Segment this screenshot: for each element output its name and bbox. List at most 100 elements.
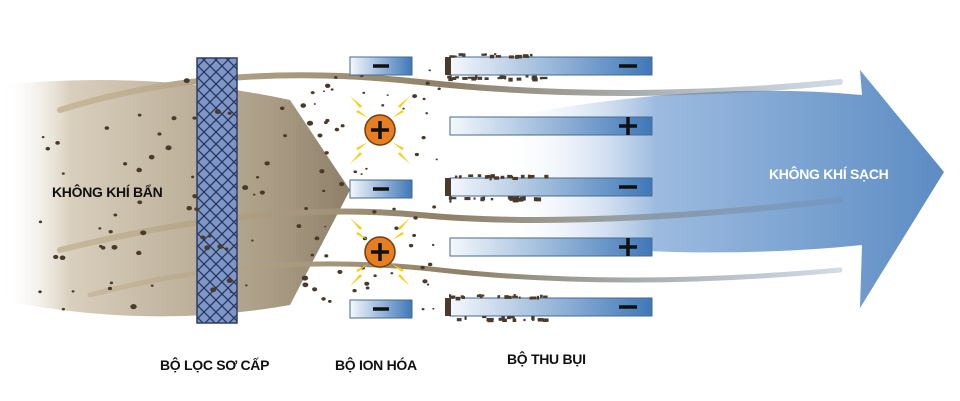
spark-icon xyxy=(350,142,368,164)
dust-particle xyxy=(435,158,438,161)
dust-particle xyxy=(428,69,431,72)
dust-particle xyxy=(334,127,340,132)
dust-particle xyxy=(414,152,419,157)
dust-particle xyxy=(420,265,425,270)
dust-particles xyxy=(38,69,441,311)
dust-particle xyxy=(136,250,142,256)
dust-particle xyxy=(98,227,102,230)
dust-particle xyxy=(227,111,232,115)
dust-particle xyxy=(386,94,389,96)
dust-particle xyxy=(38,290,42,294)
dust-particle xyxy=(165,145,172,151)
dirty-air-label: KHÔNG KHÍ BẨN xyxy=(52,184,163,200)
dust-particle xyxy=(362,91,366,94)
dust-particle xyxy=(340,124,345,128)
dust-particle xyxy=(59,255,66,261)
dust-particle xyxy=(412,94,418,99)
dust-particle xyxy=(137,113,142,117)
dust-particle xyxy=(191,175,195,179)
pre-filter-label: BỘ LỌC SƠ CẤP xyxy=(160,357,270,373)
dust-particle xyxy=(71,290,75,293)
spark-icon xyxy=(392,142,410,164)
dust-particle xyxy=(426,283,430,286)
dust-particle xyxy=(113,213,118,217)
dust-particle xyxy=(210,287,217,293)
dust-particle xyxy=(186,206,192,211)
dust-particle xyxy=(324,254,329,258)
collector-plate xyxy=(449,237,653,257)
dust-particle xyxy=(45,146,51,151)
ionizer-label: BỘ ION HÓA xyxy=(335,357,417,373)
dust-particle xyxy=(425,81,430,85)
dust-particle xyxy=(334,76,338,79)
dust-particle xyxy=(365,167,368,170)
dust-particle xyxy=(229,291,233,294)
dust-particle xyxy=(140,230,147,236)
ionizer-plate xyxy=(349,56,413,76)
dust-particle xyxy=(421,135,426,140)
dust-particle xyxy=(330,88,334,91)
dust-particle xyxy=(432,307,435,310)
dust-particle xyxy=(392,207,396,211)
dust-particle xyxy=(321,297,326,301)
collector-label: BỘ THU BỤI xyxy=(507,351,586,367)
dust-particle xyxy=(296,224,302,229)
dust-particle xyxy=(413,216,418,220)
dust-particle xyxy=(183,78,190,84)
dust-particle xyxy=(302,282,309,288)
dust-particle xyxy=(324,151,329,155)
dust-particle xyxy=(310,91,315,95)
ionizer-plate xyxy=(349,299,413,319)
dust-particle xyxy=(255,175,260,179)
dust-particle xyxy=(150,284,154,287)
dust-particle xyxy=(306,120,314,126)
pre-filter xyxy=(196,57,238,324)
dust-particle xyxy=(245,284,248,287)
dust-particle xyxy=(41,136,45,139)
dust-particle xyxy=(38,220,43,224)
dust-particle xyxy=(107,286,113,291)
dust-particle xyxy=(313,103,316,105)
dust-particle xyxy=(437,87,441,91)
dust-particle xyxy=(427,262,433,267)
dust-particle xyxy=(425,112,429,115)
collector-plate xyxy=(445,53,653,82)
dust-particle xyxy=(194,207,199,211)
dust-particle xyxy=(136,167,142,173)
dust-particle xyxy=(192,194,198,199)
dust-particle xyxy=(328,299,332,303)
dust-particle xyxy=(372,210,377,214)
dust-particle xyxy=(226,278,233,284)
dust-particle xyxy=(61,172,65,175)
dust-particle xyxy=(109,281,114,285)
dust-particle xyxy=(421,307,425,311)
dust-particle xyxy=(324,225,327,228)
dust-particle xyxy=(283,134,287,138)
dust-particle xyxy=(207,234,212,238)
dust-particle xyxy=(381,104,385,107)
dust-particle xyxy=(431,243,435,246)
dust-particle xyxy=(394,226,399,230)
dust-particle xyxy=(301,275,309,281)
dust-particle xyxy=(337,269,343,274)
dust-particle xyxy=(123,162,128,166)
collector-plate xyxy=(449,116,653,136)
dust-particle xyxy=(432,205,437,209)
dust-particle xyxy=(259,190,265,195)
dust-particle xyxy=(312,287,318,292)
spark-icon xyxy=(392,96,410,118)
collector-plate xyxy=(445,174,653,203)
dust-particle xyxy=(373,274,377,278)
collector-plate xyxy=(445,294,653,323)
dust-particle xyxy=(279,106,285,111)
dust-particle xyxy=(99,244,103,248)
dust-particle xyxy=(200,235,206,240)
dust-particle xyxy=(53,254,59,260)
dust-particle xyxy=(314,236,320,241)
dust-particle xyxy=(137,200,143,205)
dust-particle xyxy=(323,90,326,93)
dust-particle xyxy=(422,97,426,101)
dust-particle xyxy=(171,116,177,121)
dust-particle xyxy=(408,243,414,248)
